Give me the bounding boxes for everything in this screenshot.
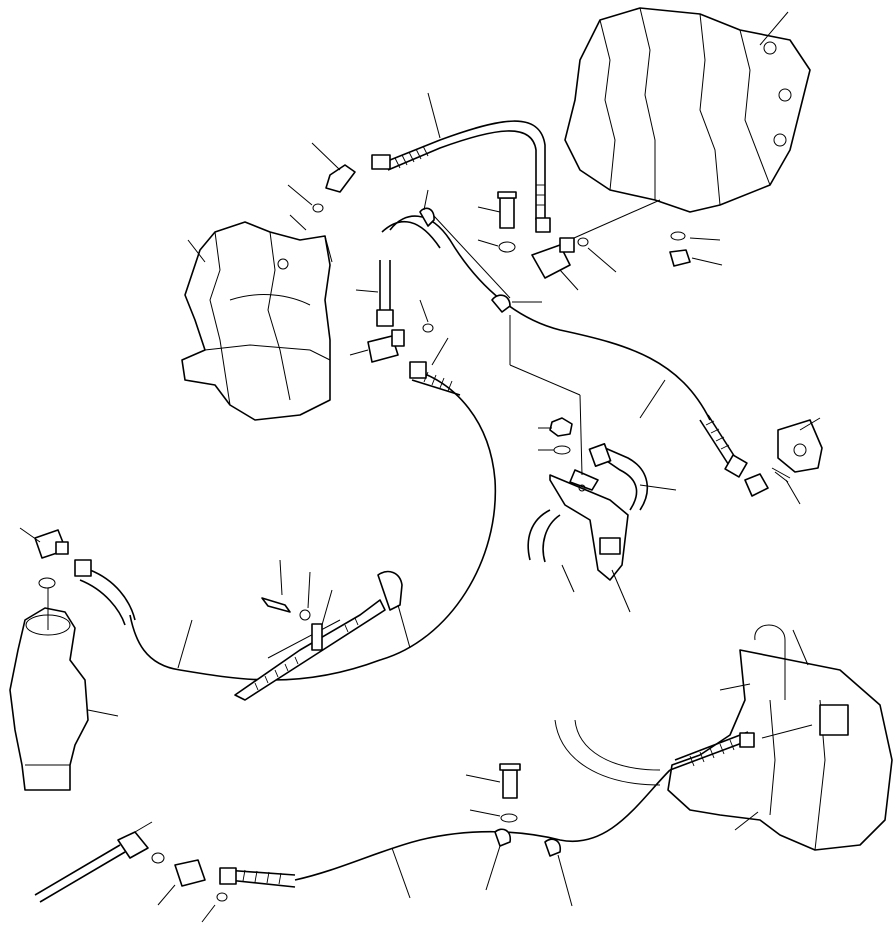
plug-valve[interactable] — [669, 231, 723, 267]
transmission[interactable] — [554, 624, 893, 851]
pump[interactable] — [181, 221, 333, 421]
bracket[interactable] — [527, 443, 677, 613]
bolt-washer-valve[interactable] — [477, 191, 517, 253]
tee-fitting-steering[interactable] — [19, 527, 69, 589]
control-valve[interactable] — [564, 7, 811, 213]
sensor-block[interactable] — [771, 417, 823, 505]
hose-assembly-upper[interactable] — [371, 92, 551, 233]
clamp-upper[interactable] — [419, 189, 511, 299]
steering-unit[interactable] — [9, 588, 119, 791]
hose-assembly-lower-left[interactable] — [74, 337, 497, 681]
clamp-center[interactable] — [491, 294, 583, 476]
bolt-washer-lower[interactable] — [465, 763, 573, 907]
nut-washer-bracket[interactable] — [538, 417, 573, 455]
tee-fitting-pump[interactable] — [349, 299, 434, 363]
elbow-fitting-pump[interactable] — [287, 142, 356, 231]
tee-fitting-valve[interactable] — [531, 199, 661, 291]
clamp-bracket[interactable] — [234, 559, 411, 701]
hose-assembly-bottom[interactable] — [34, 724, 813, 923]
